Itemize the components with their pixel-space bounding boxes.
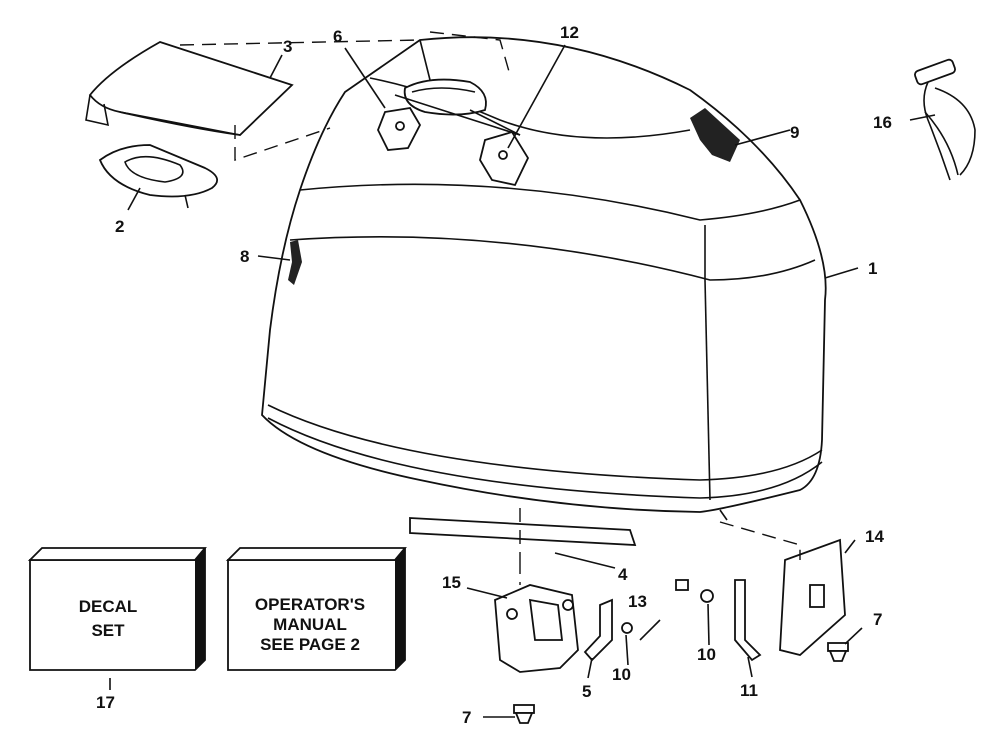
leader-dash-hood2 — [234, 125, 331, 161]
callout-1: 1 — [868, 259, 877, 278]
callout-16: 16 — [873, 113, 892, 132]
callout-8: 8 — [240, 247, 249, 266]
clip-part-12 — [479, 130, 530, 187]
cord-part-16 — [914, 58, 976, 181]
callout-6: 6 — [333, 27, 342, 46]
gasket — [98, 144, 219, 209]
decal-line1: DECAL — [79, 597, 138, 616]
manual-line3: SEE PAGE 2 — [260, 635, 360, 654]
manual-line2: MANUAL — [273, 615, 347, 634]
callout-13: 13 — [628, 592, 647, 611]
hood-cap — [85, 41, 294, 136]
callout-3: 3 — [283, 37, 292, 56]
plug-part-7-bottom — [513, 704, 535, 724]
patch-part-9 — [690, 108, 740, 162]
plug-part-7-right — [827, 642, 849, 662]
bracket-part-15 — [494, 560, 579, 673]
callout-10-left: 10 — [612, 665, 631, 684]
callout-12: 12 — [560, 23, 579, 42]
washer-part-10-b — [700, 589, 714, 603]
callout-11: 11 — [740, 681, 758, 700]
callout-15: 15 — [442, 573, 461, 592]
callout-17: 17 — [96, 693, 115, 712]
manual-line1: OPERATOR'S — [255, 595, 365, 614]
decal-set-box: DECAL SET — [27, 547, 207, 671]
decal-line2: SET — [91, 621, 125, 640]
bracket-part-11 — [734, 579, 762, 662]
callout-10-right: 10 — [697, 645, 716, 664]
callout-4: 4 — [618, 565, 628, 584]
patch-part-8 — [288, 240, 302, 285]
leader-lines — [109, 44, 936, 718]
callout-2: 2 — [115, 217, 124, 236]
motor-cover — [261, 36, 827, 521]
callout-5: 5 — [582, 682, 591, 701]
callout-7-right: 7 — [873, 610, 882, 629]
callout-7-bottom: 7 — [462, 708, 471, 727]
operators-manual-box: OPERATOR'S MANUAL SEE PAGE 2 — [225, 547, 407, 671]
leader-dash-hood — [179, 39, 421, 46]
rubber-strip — [409, 508, 637, 560]
bolt-part-13 — [639, 579, 689, 641]
clip-part-6 — [377, 107, 422, 151]
callout-14: 14 — [865, 527, 884, 546]
callout-9: 9 — [790, 123, 799, 142]
washer-part-10-a — [621, 622, 633, 634]
panel-part-14 — [719, 521, 846, 656]
leader-dash-top — [429, 31, 511, 76]
bracket-part-5 — [583, 598, 613, 662]
